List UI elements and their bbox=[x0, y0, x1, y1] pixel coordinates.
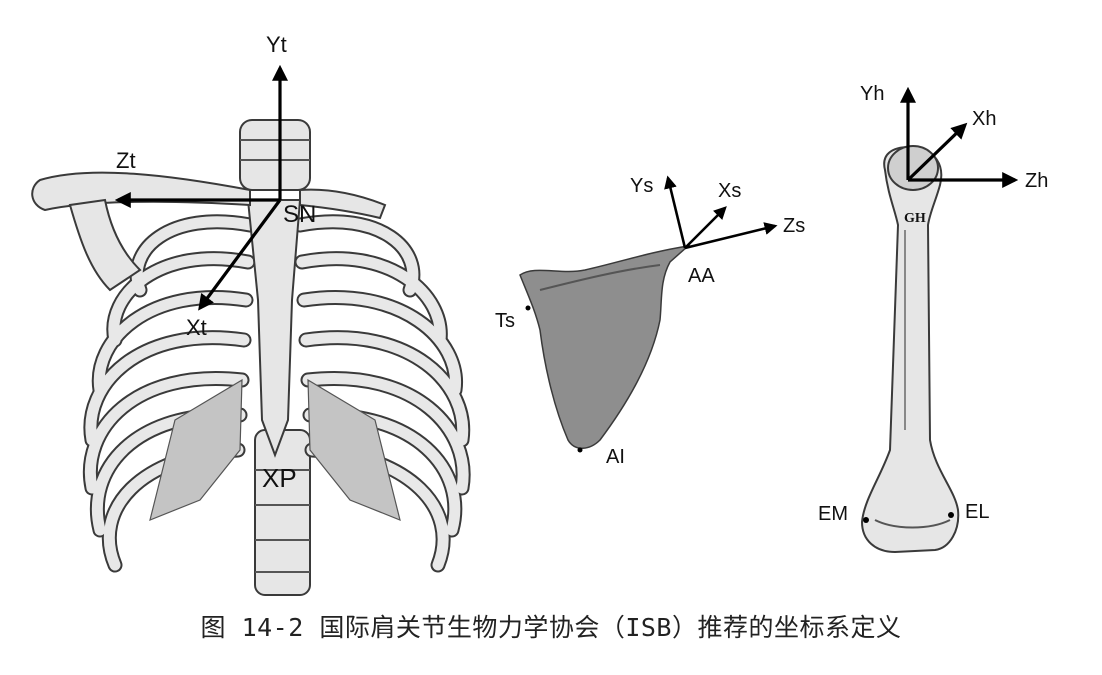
scapula-z-axis bbox=[684, 222, 778, 250]
thorax-axes bbox=[114, 64, 288, 311]
clavicle-shoulder bbox=[31, 171, 387, 292]
label-sn: SN bbox=[283, 201, 316, 228]
label-ai: AI bbox=[606, 446, 625, 468]
label-yh: Yh bbox=[860, 83, 884, 105]
figure-caption: 图 14-2 国际肩关节生物力学协会（ISB）推荐的坐标系定义 bbox=[200, 613, 902, 642]
label-zs: Zs bbox=[783, 215, 805, 237]
scapula-y-axis bbox=[664, 175, 687, 249]
label-el: EL bbox=[965, 501, 989, 523]
label-em: EM bbox=[818, 503, 848, 525]
scapula-x-axis bbox=[684, 206, 727, 249]
scapula-bone bbox=[519, 244, 691, 449]
thorax-illustration: Yt Zt Xt SN XP bbox=[31, 32, 471, 596]
scapula-axes bbox=[664, 175, 778, 250]
humerus-bone bbox=[860, 146, 960, 554]
label-ts: Ts bbox=[495, 310, 515, 332]
humerus-axes bbox=[900, 86, 1019, 188]
label-aa: AA bbox=[688, 265, 715, 287]
label-xh: Xh bbox=[972, 108, 996, 130]
costal-cartilage bbox=[149, 378, 401, 521]
label-xp: XP bbox=[262, 463, 297, 493]
label-gh: GH bbox=[904, 211, 926, 226]
thorax-x-axis bbox=[198, 199, 282, 311]
label-yt: Yt bbox=[266, 32, 287, 57]
label-ys: Ys bbox=[630, 175, 653, 197]
label-zh: Zh bbox=[1025, 170, 1048, 192]
humerus-x-axis bbox=[906, 122, 968, 182]
label-zt: Zt bbox=[116, 148, 136, 173]
scapula-illustration: Ys Xs Zs AA Ts AI bbox=[495, 175, 805, 468]
sternum bbox=[246, 199, 302, 458]
label-xt: Xt bbox=[186, 315, 207, 340]
humerus-illustration: Yh Xh Zh GH EM EL bbox=[818, 83, 1048, 554]
spine bbox=[239, 119, 311, 596]
label-xs: Xs bbox=[718, 180, 741, 202]
isb-coordinate-figure: Yt Zt Xt SN XP Ys Xs Zs AA Ts AI bbox=[31, 32, 1048, 596]
